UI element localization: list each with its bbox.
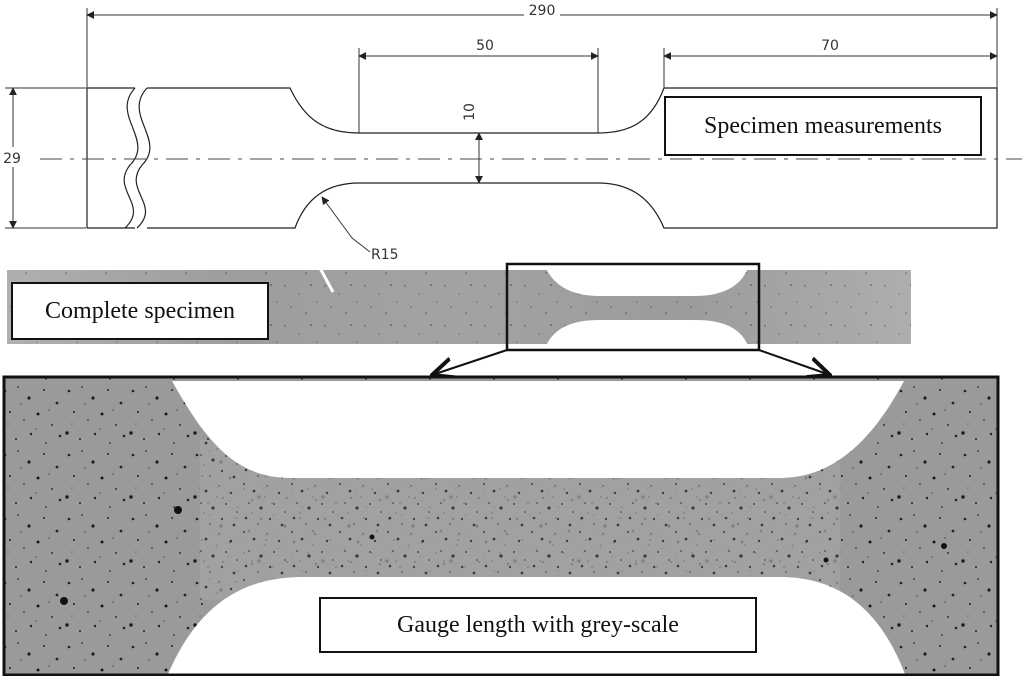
- gauge-length-label: 50: [476, 38, 494, 54]
- gauge-length-greyscale-label: Gauge length with grey-scale: [319, 597, 757, 653]
- gauge-zoom-frame: [2, 375, 1000, 677]
- break-line-left: [123, 87, 139, 229]
- technical-drawing: 290 50 70 29 10 R15: [1, 3, 1022, 263]
- specimen-outline: [87, 87, 998, 229]
- width-label: 29: [3, 151, 21, 167]
- gauge-highlight-box: [505, 262, 761, 352]
- specimen-measurements-label: Specimen measurements: [664, 96, 982, 156]
- arrow-left-icon: [432, 349, 508, 375]
- break-line-right: [135, 87, 151, 229]
- arrow-right-icon: [758, 349, 830, 375]
- overall-length-label: 290: [529, 3, 556, 19]
- radius-leader: [321, 196, 353, 239]
- gauge-width-label: 10: [462, 103, 478, 121]
- radius-label: R15: [371, 247, 399, 263]
- grip-length-label: 70: [821, 38, 839, 54]
- complete-specimen-label: Complete specimen: [11, 282, 269, 340]
